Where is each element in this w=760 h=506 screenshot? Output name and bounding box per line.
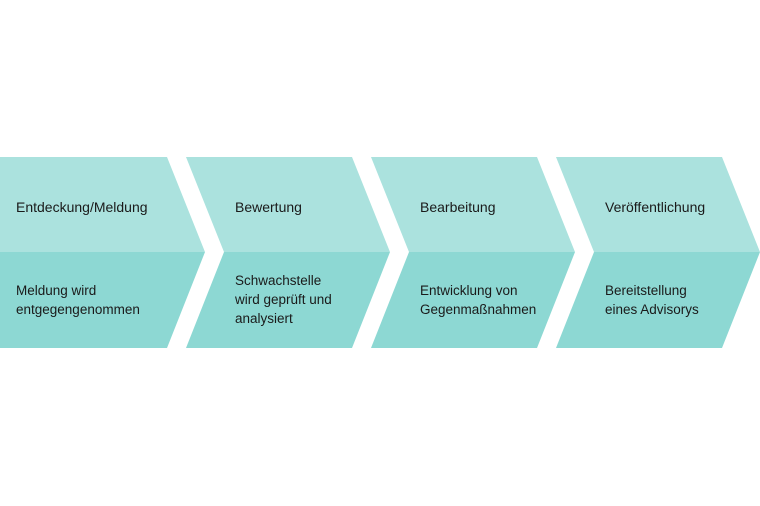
stage-1-description: Meldung wird entgegengenommen bbox=[16, 281, 140, 319]
stage-4-title: Veröffentlichung bbox=[605, 199, 706, 215]
stage-2-description-line: analysiert bbox=[235, 311, 293, 326]
stage-2-description: Schwachstelle wird geprüft und analysier… bbox=[235, 271, 332, 328]
stage-1-description-line: entgegengenommen bbox=[16, 302, 140, 317]
stage-3-bottom-band bbox=[371, 252, 575, 348]
stage-1-description-line: Meldung wird bbox=[16, 283, 97, 298]
stage-2-description-line: Schwachstelle bbox=[235, 273, 322, 288]
stage-1-title: Entdeckung/Meldung bbox=[16, 199, 148, 215]
stage-3-description-line: Gegenmaßnahmen bbox=[420, 302, 537, 317]
stage-2-title: Bewertung bbox=[235, 199, 302, 215]
stage-4-bottom-band bbox=[556, 252, 760, 348]
stage-3-description-line: Entwicklung von bbox=[420, 283, 518, 298]
stage-2-description-line: wird geprüft und bbox=[235, 292, 332, 307]
stage-4-description-line: eines Advisorys bbox=[605, 302, 699, 317]
stage-1-top-band bbox=[0, 157, 205, 252]
stage-4-description: Bereitstellung eines Advisorys bbox=[605, 281, 699, 319]
stage-2-bottom-band bbox=[186, 252, 390, 348]
stage-1-bottom-band bbox=[0, 252, 205, 348]
stage-3-title: Bearbeitung bbox=[420, 199, 496, 215]
stage-4-description-line: Bereitstellung bbox=[605, 283, 687, 298]
stage-2-top-band bbox=[186, 157, 390, 252]
stage-3-top-band bbox=[371, 157, 575, 252]
stage-4-top-band bbox=[556, 157, 760, 252]
stage-3-description: Entwicklung von Gegenmaßnahmen bbox=[420, 281, 536, 319]
